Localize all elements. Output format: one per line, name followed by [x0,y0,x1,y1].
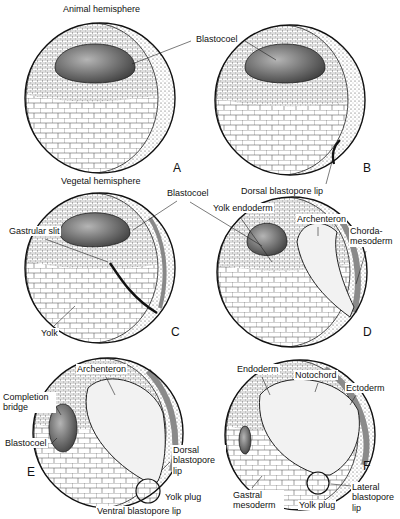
part-label: Animal hemisphere [62,4,141,14]
part-label: Yolk plug [164,492,202,502]
panel-letter: E [26,466,36,480]
part-label: Dorsal blastopore lip [240,186,324,196]
part-label: Endoderm [236,364,280,374]
part-label: Yolk plug [298,500,336,510]
embryo-e [28,353,188,513]
part-label: Completion bridge [2,392,56,413]
part-label: Notochord [294,370,338,380]
leader-lines [45,41,366,499]
part-label: Blastocoel [195,34,239,44]
part-label: Chorda- mesoderm [349,226,397,247]
part-label: Vegetal hemisphere [60,176,142,186]
panel-letter: C [170,326,181,340]
embryo-c [20,188,180,348]
panel-letter: D [362,326,373,340]
part-label: Yolk [40,328,59,338]
panel-letter: B [362,162,372,176]
panel-letter: F [362,460,371,474]
part-label: Yolk endoderm [212,203,274,213]
part-label: Dorsal blastopore lip [172,445,226,476]
part-label: Blastocoel [4,438,48,448]
part-label: Blastocoel [166,188,210,198]
part-label: Archenteron [296,214,347,224]
part-label: Archenteron [76,364,127,374]
part-label: Ectoderm [345,383,386,393]
part-label: Gastral mesoderm [232,490,284,511]
part-label: Ventral blastopore lip [96,506,182,516]
part-label: Lateral blastopore lip [351,482,397,513]
embryo-a [20,18,180,178]
embryo-d [212,192,372,352]
panel-letter: A [172,162,182,176]
part-label: Gastrular slit [8,226,61,236]
